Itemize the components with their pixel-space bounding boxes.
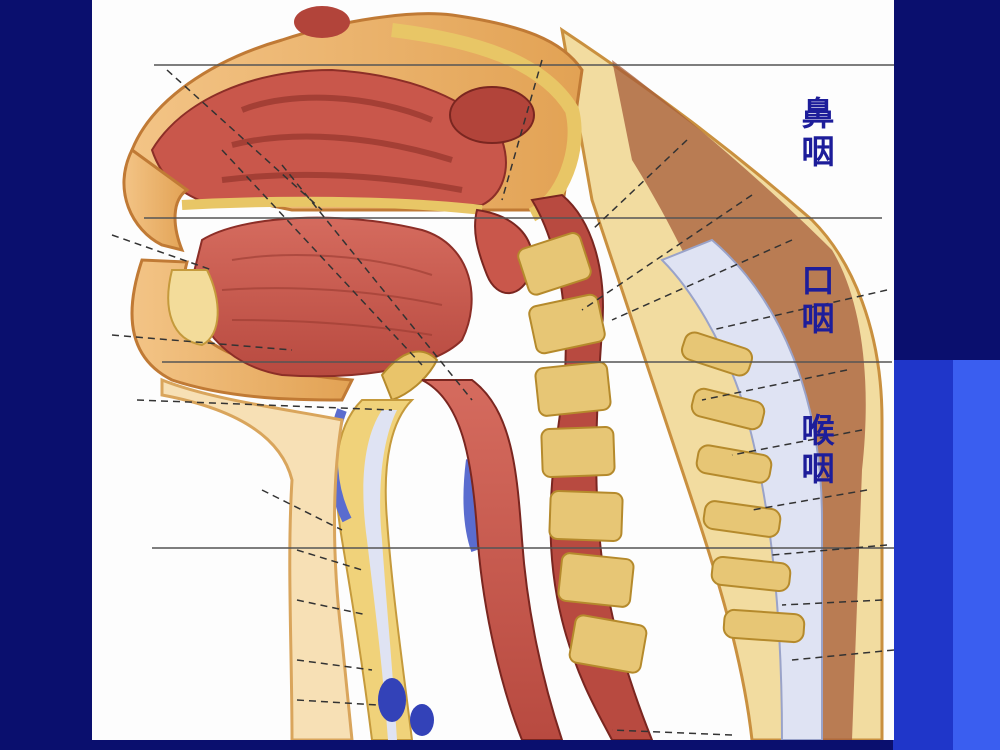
esophagus: [421, 379, 564, 740]
nasal-concha-1: [240, 94, 434, 123]
hard-palate: [181, 196, 483, 215]
spinous-processes: [680, 331, 806, 644]
label-oropharynx-char-1: 口: [801, 261, 835, 300]
nasal-concha-3: [221, 171, 463, 193]
mandible: [167, 269, 219, 347]
nasal-concha-2: [231, 133, 453, 163]
laryngeal-cavity: [363, 410, 397, 740]
slide-canvas: 鼻 咽 口 咽 喉 咽: [92, 0, 894, 740]
tongue-striation: [221, 254, 443, 336]
skull-base: [391, 23, 582, 222]
anatomy-illustration: [111, 6, 894, 740]
epiglottis: [380, 350, 439, 402]
slide-accent-bar-dark: [893, 360, 953, 750]
label-laryngopharynx: 喉 咽: [796, 412, 840, 488]
vessel-2: [378, 678, 406, 722]
sphenoid-sinus: [449, 86, 535, 144]
upper-lip: [122, 147, 190, 253]
label-nasopharynx-char-1: 鼻: [801, 94, 835, 133]
leader-lines: [111, 59, 894, 736]
division-lines: [144, 64, 894, 549]
label-laryngopharynx-char-2: 咽: [801, 449, 835, 488]
cervical-vertebrae: [517, 232, 648, 674]
tongue: [190, 216, 473, 378]
label-nasopharynx-char-2: 咽: [801, 132, 835, 171]
label-oropharynx-char-2: 咽: [801, 299, 835, 338]
label-nasopharynx: 鼻 咽: [796, 95, 840, 171]
vessel-3: [410, 704, 434, 736]
frontal-sinus: [294, 6, 350, 38]
label-laryngopharynx-char-1: 喉: [801, 411, 835, 450]
label-oropharynx: 口 咽: [796, 262, 840, 338]
anterior-neck-skin: [160, 377, 354, 740]
soft-palate: [474, 208, 534, 295]
